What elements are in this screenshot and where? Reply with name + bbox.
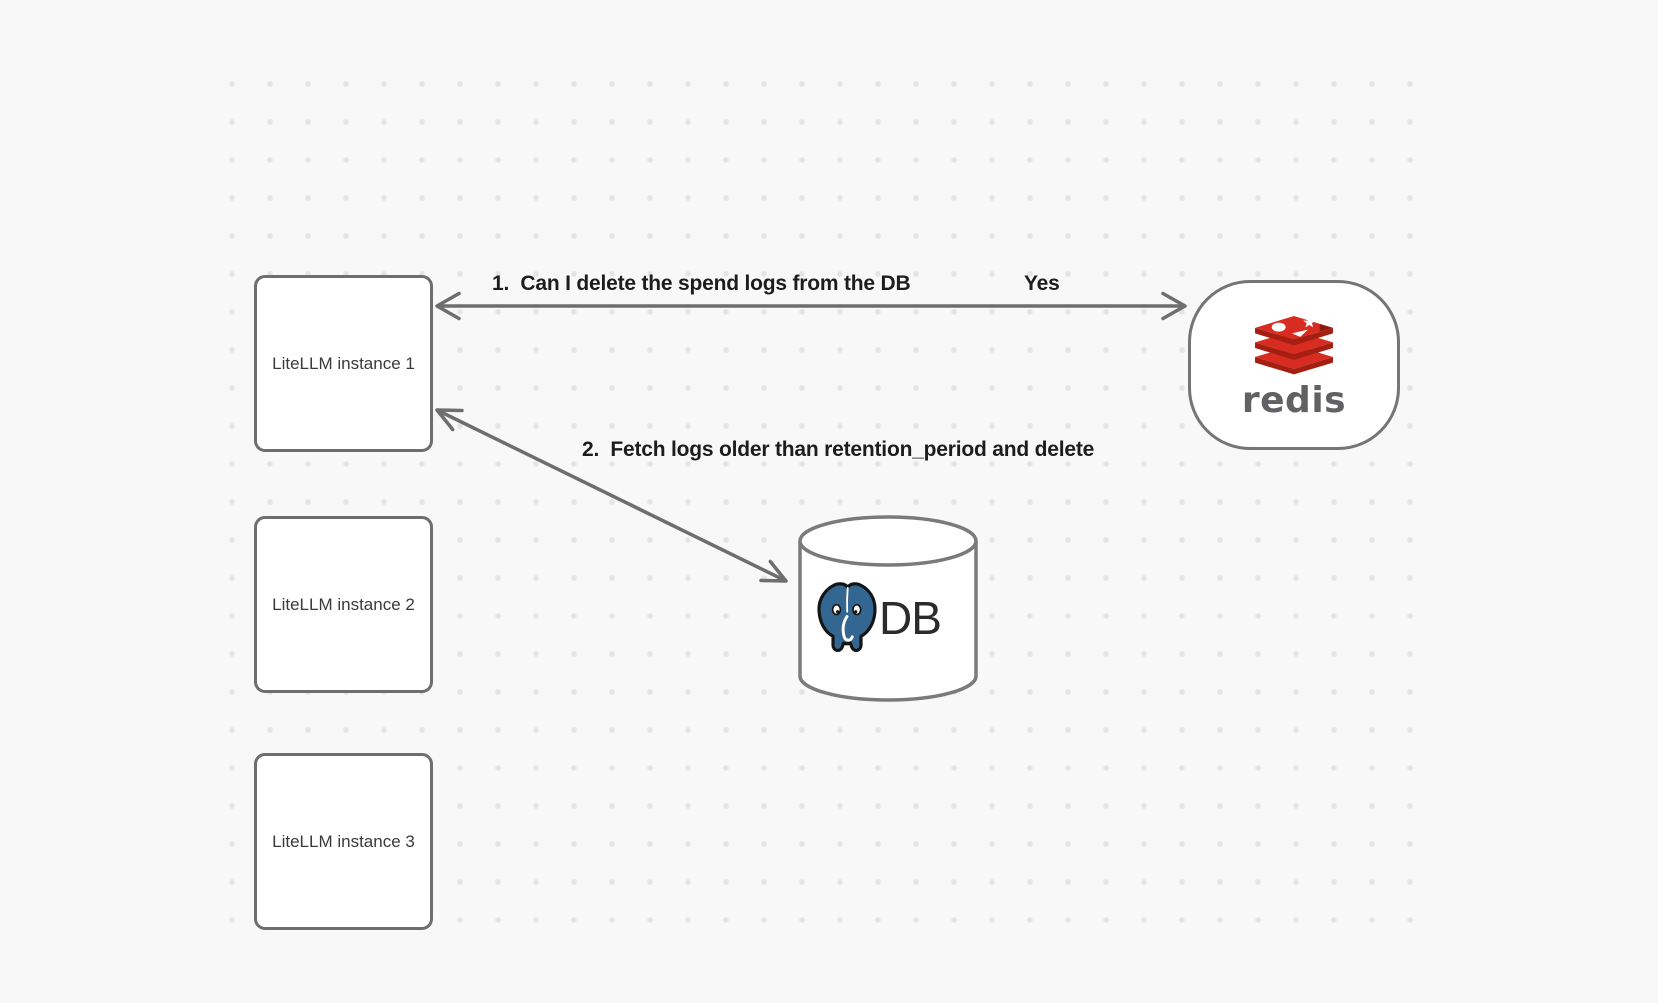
db-label: DB (879, 592, 942, 644)
arrow-step1[interactable] (435, 291, 1187, 321)
redis-stack-icon (1255, 315, 1333, 374)
arrow-step1-label[interactable]: 1. Can I delete the spend logs from the … (492, 272, 911, 295)
node-label: LiteLLM instance 2 (272, 594, 415, 614)
node-db-content[interactable]: DB (812, 580, 942, 656)
node-redis[interactable]: redis (1188, 280, 1400, 450)
postgresql-elephant-icon (817, 582, 877, 652)
node-litellm-instance-2[interactable]: LiteLLM instance 2 (254, 516, 433, 693)
node-label: LiteLLM instance 3 (272, 831, 415, 851)
node-litellm-instance-3[interactable]: LiteLLM instance 3 (254, 753, 433, 930)
database-cylinder-shape[interactable] (798, 515, 978, 702)
arrow-step2-label[interactable]: 2. Fetch logs older than retention_perio… (582, 438, 1095, 461)
node-label: LiteLLM instance 1 (272, 353, 415, 373)
arrow-step2[interactable] (435, 408, 788, 583)
redis-wordmark: redis (1241, 379, 1347, 421)
node-litellm-instance-1[interactable]: LiteLLM instance 1 (254, 275, 433, 452)
arrow-step1-response-label[interactable]: Yes (1024, 272, 1060, 295)
